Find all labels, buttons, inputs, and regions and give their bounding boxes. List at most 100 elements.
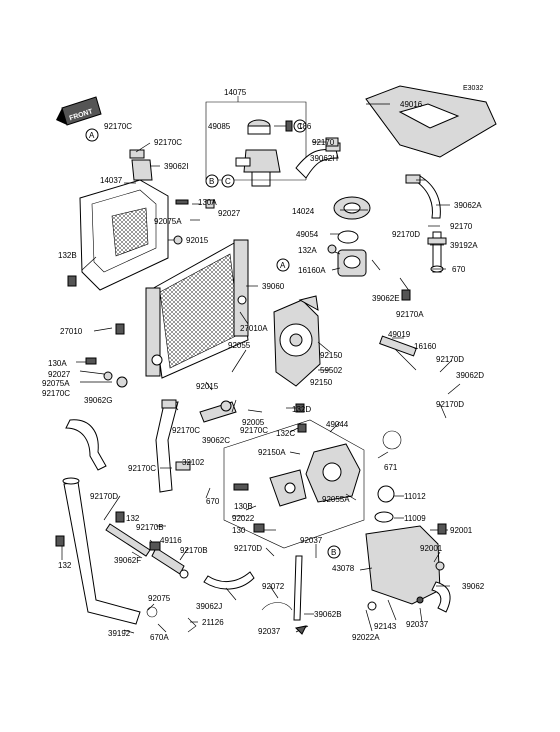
pump-cover-drawing [223, 419, 402, 549]
label-130a-b: 130A [48, 359, 67, 368]
label-92170d-a: 92170D [392, 230, 420, 239]
label-132b: 132B [58, 251, 77, 260]
label-92001-b: 92001 [420, 544, 443, 553]
label-92170d-e: 92170D [234, 544, 262, 553]
label-39062i: 39062I [164, 162, 188, 171]
label-92005: 92005 [242, 418, 265, 427]
label-92072: 92072 [262, 582, 285, 591]
label-92027-a: 92027 [218, 209, 241, 218]
hose-39062i [131, 159, 153, 181]
label-16160: 16160 [414, 342, 437, 351]
svg-text:A: A [280, 261, 286, 270]
label-92037-a: 92037 [300, 536, 323, 545]
label-132a: 132A [298, 246, 317, 255]
label-132c: 132C [276, 429, 295, 438]
label-39062j: 39062J [196, 602, 222, 611]
label-92170a: 92170A [396, 310, 424, 319]
label-14037: 14037 [100, 176, 123, 185]
label-186: 186 [298, 122, 312, 131]
label-92150-b: 92150 [310, 378, 333, 387]
pipe-39192a [427, 231, 447, 273]
svg-text:A: A [89, 131, 95, 140]
label-92001-a: 92001 [450, 526, 473, 535]
label-92022a: 92022A [352, 633, 380, 642]
callout-a-icon: A [85, 128, 99, 142]
label-39062d: 39062D [456, 371, 484, 380]
label-92170-c: 92170 [450, 222, 473, 231]
label-92075a-a: 92075A [154, 217, 182, 226]
label-92170b-a: 92170B [136, 523, 164, 532]
label-14075: 14075 [224, 88, 247, 97]
thermostat-housing-drawing [333, 196, 371, 277]
label-39062b: 39062B [314, 610, 342, 619]
pipe-32102 [155, 401, 179, 493]
label-92170b-b: 92170B [180, 546, 208, 555]
label-92037-b: 92037 [406, 620, 429, 629]
label-27010: 27010 [60, 327, 83, 336]
hardware-parts [55, 120, 447, 635]
label-39192a: 39192A [450, 241, 478, 250]
label-49019: 49019 [388, 330, 411, 339]
pipe-39192 [63, 481, 141, 625]
label-49016: 49016 [400, 100, 423, 109]
svg-text:C: C [225, 177, 231, 186]
label-16160a: 16160A [298, 266, 326, 275]
label-14024: 14024 [292, 207, 315, 216]
label-39062: 39062 [462, 582, 485, 591]
label-92037-c: 92037 [258, 627, 281, 636]
label-21126: 21126 [202, 618, 224, 627]
label-671: 671 [384, 463, 398, 472]
label-43078: 43078 [332, 564, 355, 573]
label-132d: 132D [292, 405, 311, 414]
label-39060: 39060 [262, 282, 285, 291]
hose-39062g [65, 419, 107, 471]
label-92170d-d: 92170D [90, 492, 118, 501]
label-92075: 92075 [148, 594, 171, 603]
hose-39062a [413, 175, 441, 219]
svg-text:C: C [297, 122, 303, 131]
label-92170c-a: 92170C [104, 122, 132, 131]
callout-c-icon-2: C [221, 174, 235, 188]
label-49054: 49054 [296, 230, 319, 239]
water-pump-drawing [273, 295, 321, 387]
label-49085: 49085 [208, 122, 231, 131]
label-11009: 11009 [404, 514, 426, 523]
label-92150-a: 92150 [320, 351, 343, 360]
reservoir-cover-drawing [365, 85, 497, 158]
label-92015-a: 92015 [186, 236, 209, 245]
label-49044: 49044 [326, 420, 349, 429]
label-130: 130 [232, 526, 246, 535]
label-132-b: 132 [58, 561, 72, 570]
label-92143: 92143 [374, 622, 397, 631]
label-11012: 11012 [404, 492, 426, 501]
label-39192: 39192 [108, 629, 131, 638]
fan-shroud-drawing [79, 179, 169, 291]
label-92075a-b: 92075A [42, 379, 70, 388]
bracket-14075 [205, 101, 307, 112]
label-92170-a: 92170 [312, 138, 335, 147]
label-39062e: 39062E [372, 294, 400, 303]
label-92027-b: 92027 [48, 370, 71, 379]
label-670-a: 670 [452, 265, 466, 274]
label-27010a: 27010A [240, 324, 268, 333]
label-39062h: 39062H [310, 154, 338, 163]
label-670-b: 670 [206, 497, 220, 506]
label-92022: 92022 [232, 514, 255, 523]
svg-text:B: B [209, 177, 214, 186]
label-92170d-c: 92170D [436, 400, 464, 409]
label-39062g: 39062G [84, 396, 112, 405]
callout-b-icon: B [205, 174, 219, 188]
label-670a: 670A [150, 633, 169, 642]
label-92170d-b: 92170D [436, 355, 464, 364]
label-92015-b: 92015 [196, 382, 219, 391]
hose-39062h [295, 148, 339, 179]
label-39062a: 39062A [454, 201, 482, 210]
label-130b: 130B [234, 502, 253, 511]
label-92170c-f: 92170C [128, 464, 156, 473]
label-49116: 49116 [160, 536, 182, 545]
label-92055: 92055 [228, 341, 251, 350]
front-arrow-icon: FRONT [56, 96, 102, 126]
callout-a-icon-2: A [276, 258, 290, 272]
hose-39062f [105, 523, 151, 557]
